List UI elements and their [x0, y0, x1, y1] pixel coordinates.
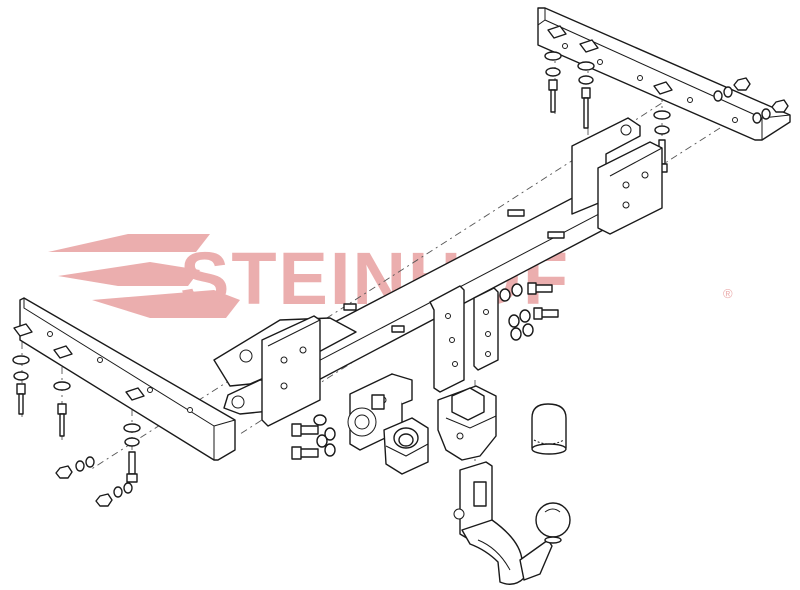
steinhof-swoosh-icon	[48, 234, 240, 318]
tow-hook-receiver	[437, 385, 497, 461]
socket-bolts	[291, 414, 336, 460]
main-cross-beam	[213, 117, 663, 427]
center-mount-plates	[429, 285, 499, 393]
tow-ball-cap	[531, 403, 567, 455]
registered-mark: ®	[723, 286, 733, 301]
left-rail-fasteners	[12, 355, 141, 507]
right-mounting-rail	[537, 7, 791, 141]
tow-ball	[535, 502, 571, 544]
socket-bracket	[347, 373, 413, 451]
tow-bar-neck	[453, 461, 553, 585]
left-mounting-rail	[13, 297, 236, 461]
electrical-socket	[383, 417, 429, 475]
center-fasteners	[499, 282, 559, 341]
